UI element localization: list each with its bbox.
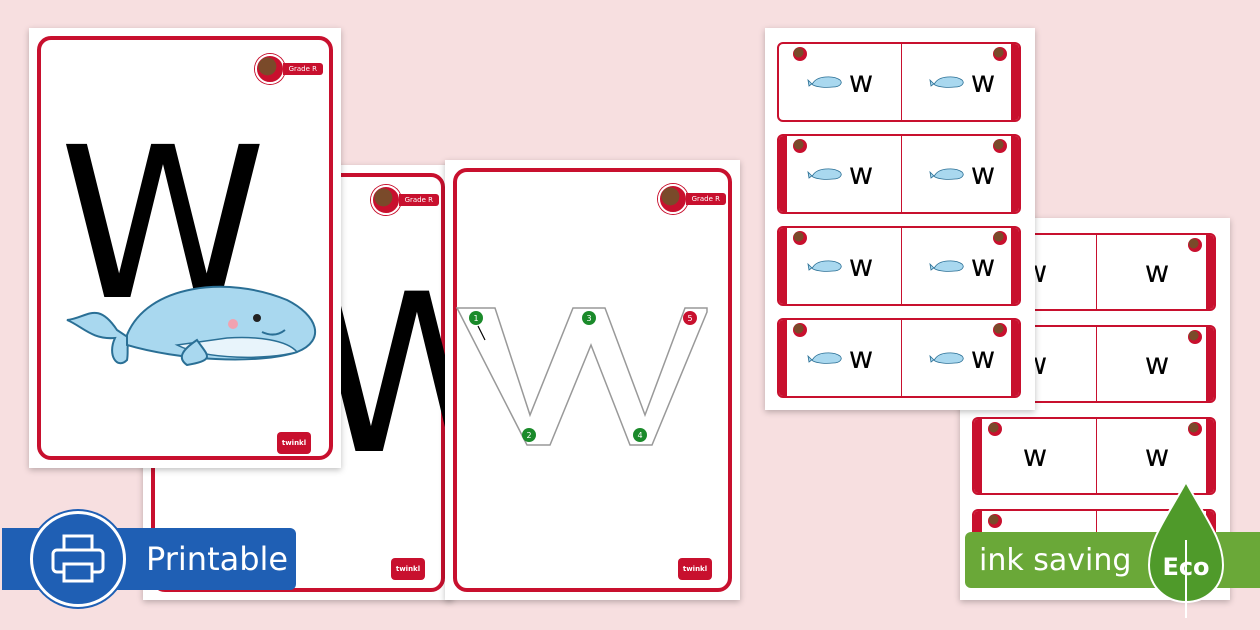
twinkl-logo: twinkl: [391, 558, 425, 580]
card-letter: w: [1144, 438, 1170, 474]
avatar-icon: [793, 47, 807, 61]
sheet-frame: [453, 168, 732, 592]
leaf-icon: Eco: [1147, 480, 1225, 618]
card-sheet-front: w w w w w w: [765, 28, 1035, 410]
whale-icon: [929, 76, 964, 88]
card-letter: w: [848, 156, 874, 192]
card-letter: w: [1022, 438, 1048, 474]
grade-label: Grade R: [685, 193, 726, 205]
avatar-icon: [1188, 238, 1202, 252]
children-avatar-icon: [254, 54, 285, 84]
whale-icon: [807, 352, 842, 364]
card-letter: w: [848, 64, 874, 100]
card-letter: w: [970, 64, 996, 100]
card-letter: w: [970, 156, 996, 192]
avatar-icon: [1188, 330, 1202, 344]
whale-icon: [807, 76, 842, 88]
card-letter: w: [848, 340, 874, 376]
avatar-icon: [1188, 422, 1202, 436]
step-1: 1: [473, 314, 478, 323]
whale-icon: [929, 352, 964, 364]
avatar-icon: [993, 323, 1007, 337]
avatar-icon: [793, 139, 807, 153]
twinkl-logo: twinkl: [678, 558, 712, 580]
avatar-icon: [993, 139, 1007, 153]
whale-icon: [807, 260, 842, 272]
printable-badge: Printable: [2, 511, 296, 607]
avatar-icon: [988, 514, 1002, 528]
grade-badge: Grade R: [657, 184, 726, 214]
card-letter: w: [1144, 254, 1170, 290]
whale-icon: [929, 260, 964, 272]
tracing-letter-w: 1 2 3 4 5: [455, 307, 708, 446]
sheet-frame: [37, 36, 333, 460]
avatar-icon: [993, 231, 1007, 245]
picture-card: w w: [777, 42, 1021, 122]
grade-badge: Grade R: [254, 54, 323, 84]
grade-label: Grade R: [282, 63, 323, 75]
grade-badge: Grade R: [370, 185, 439, 215]
whale-icon: [66, 285, 317, 367]
card-letter: w: [1144, 346, 1170, 382]
grade-label: Grade R: [398, 194, 439, 206]
printer-icon: [30, 511, 126, 607]
twinkl-logo: twinkl: [277, 432, 311, 454]
step-4: 4: [637, 431, 642, 440]
card-letter: w: [970, 248, 996, 284]
avatar-icon: [793, 323, 807, 337]
card-letter: w: [970, 340, 996, 376]
whale-icon: [807, 168, 842, 180]
step-5: 5: [687, 314, 692, 323]
eco-tag: Eco: [1162, 553, 1209, 581]
avatar-icon: [993, 47, 1007, 61]
whale-icon: [929, 168, 964, 180]
tracing-sheet: Grade R 1 2 3 4 5 twinkl: [445, 160, 740, 600]
card-letter: w: [848, 248, 874, 284]
step-2: 2: [526, 431, 531, 440]
picture-card: w w: [777, 134, 1021, 214]
ink-saving-label: ink saving: [979, 542, 1132, 578]
avatar-icon: [988, 422, 1002, 436]
avatar-icon: [793, 231, 807, 245]
children-avatar-icon: [370, 185, 401, 215]
flashcard-front: Grade R W twinkl: [29, 28, 341, 468]
printable-label: Printable: [146, 540, 289, 578]
picture-card: w w: [777, 226, 1021, 306]
picture-card: w w: [777, 318, 1021, 398]
letter-card: w w: [972, 417, 1216, 495]
step-3: 3: [586, 314, 591, 323]
